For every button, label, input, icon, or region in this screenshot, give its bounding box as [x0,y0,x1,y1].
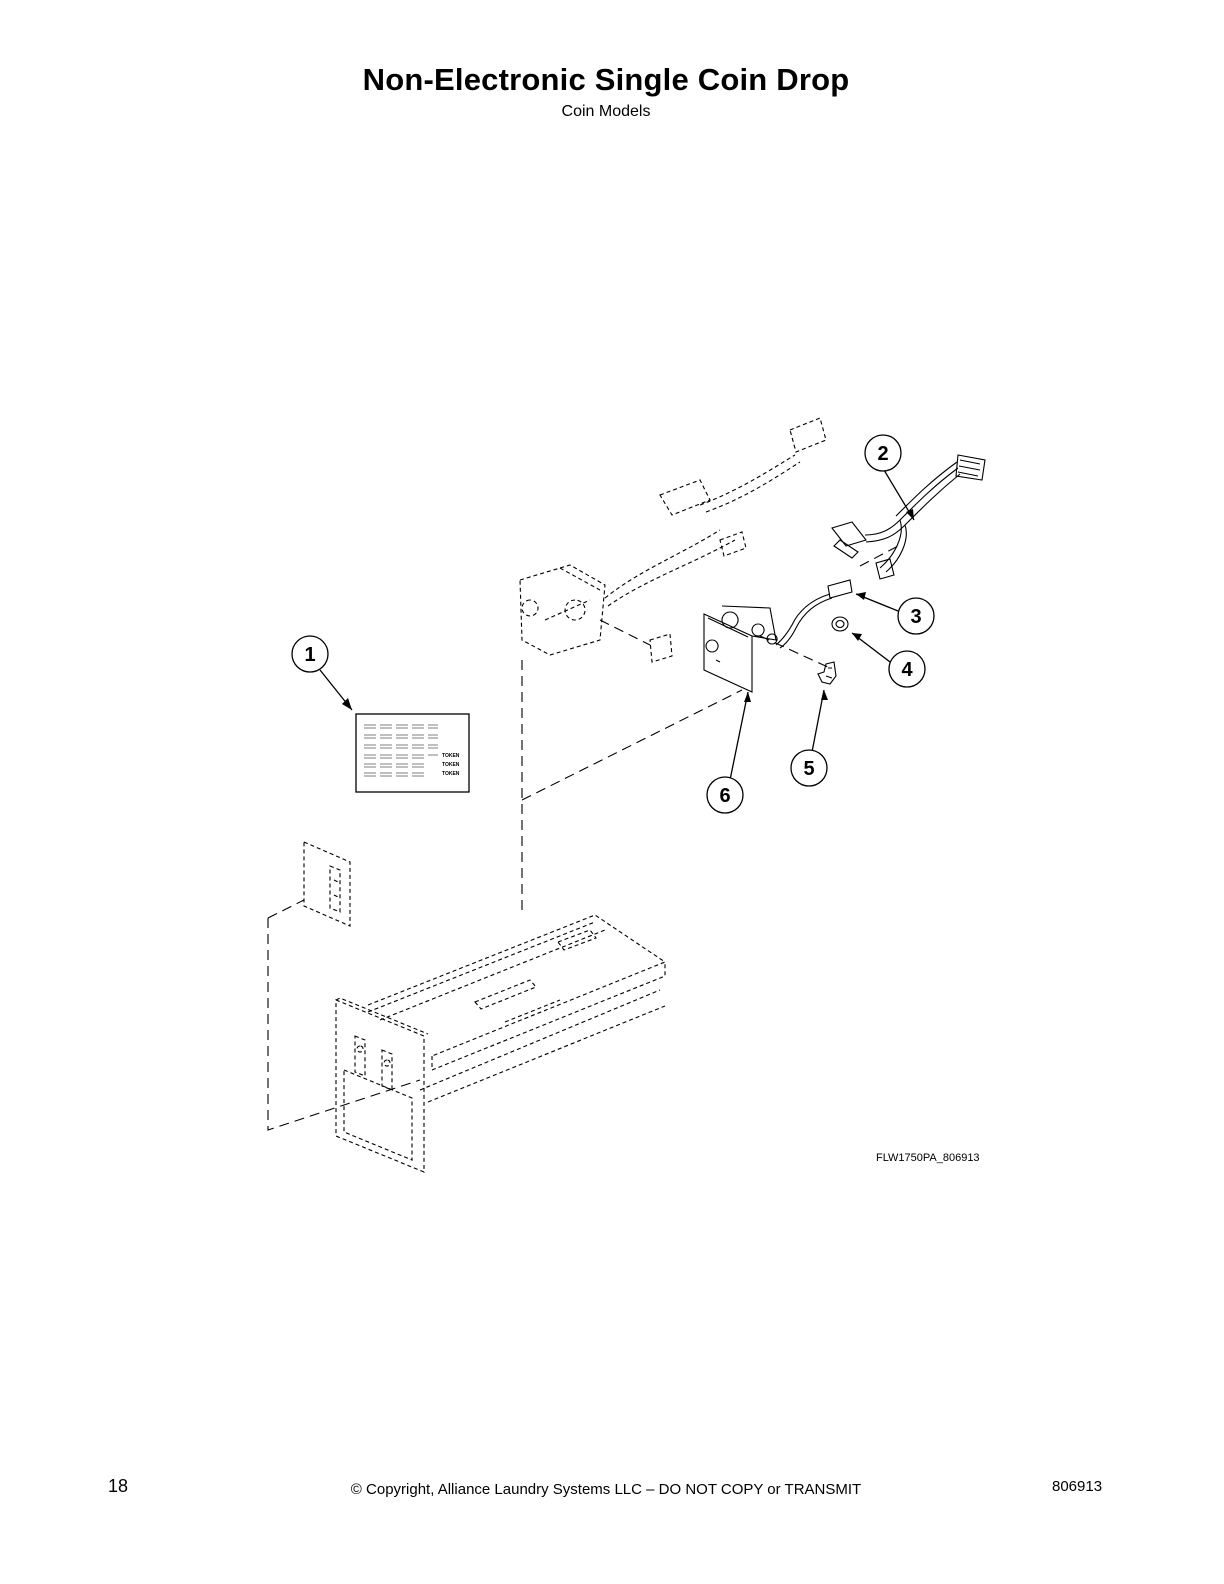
callout-6-number: 6 [719,785,730,807]
callout-1-number: 1 [304,644,315,666]
lever-clip [817,661,837,685]
alignment-lines [267,544,901,1131]
callout-1: 1 [291,635,329,673]
footer-doc-number: 806913 [1052,1478,1103,1495]
wall-plate-ghost [303,841,351,927]
page-subtitle: Coin Models [561,103,651,120]
coin-drop-slide-ghost [335,914,667,1173]
callout-2: 2 [864,434,902,472]
figure-id: FLW1750PA_806913 [876,1152,980,1164]
callout-2-number: 2 [877,443,888,465]
decal-token-2: TOKEN [442,762,460,768]
callout-3: 3 [897,597,935,635]
callout-3-number: 3 [910,606,921,628]
decal-token-1: TOKEN [442,753,460,759]
decal-token-3: TOKEN [442,771,460,777]
footer-page-number: 18 [108,1476,129,1496]
footer-copyright: © Copyright, Alliance Laundry Systems LL… [350,1481,862,1498]
callout-5-number: 5 [803,758,814,780]
meter-case-ghost [519,417,827,663]
callout-4-number: 4 [901,659,913,681]
price-decal [355,713,470,793]
callout-6: 6 [706,776,744,814]
callout-4: 4 [888,650,926,688]
callout-arrowheads [342,509,914,710]
mounting-plate [703,605,778,693]
knob [831,616,849,632]
callout-5: 5 [790,749,828,787]
switch-with-lead [775,579,853,649]
callout-leaders [319,469,915,781]
page-title: Non-Electronic Single Coin Drop [362,62,850,97]
wire-harness [831,454,986,580]
